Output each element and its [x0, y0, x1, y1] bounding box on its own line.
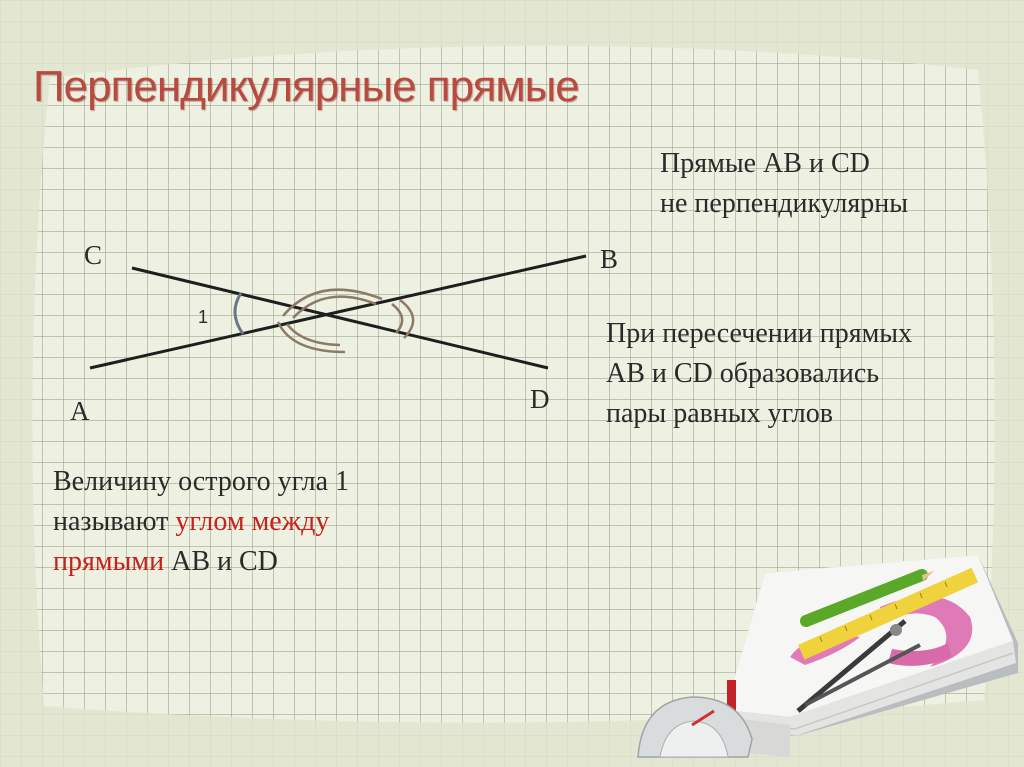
vertical-angle-arcs — [276, 288, 415, 354]
definition-plain-2: АВ и CD — [164, 546, 278, 577]
line-cd — [131, 266, 549, 370]
school-supplies-illustration — [637, 555, 1018, 758]
definition-plain-1: называют — [53, 506, 176, 537]
point-d-label: D — [530, 384, 550, 414]
definition-line-3: прямыми АВ и CD — [53, 542, 349, 582]
definition-text: Величину острого угла 1 называют углом м… — [53, 462, 349, 582]
statement-line-2: не перпендикулярны — [660, 188, 909, 219]
definition-line-1: Величину острого угла 1 — [53, 466, 350, 497]
line-ab — [89, 254, 587, 370]
statement-text: Прямые АВ и CD не перпендикулярны — [660, 144, 908, 224]
statement-line-1: Прямые АВ и CD — [660, 148, 870, 179]
page-title: Перпендикулярные прямые — [33, 62, 580, 111]
definition-line-2: называют углом между — [53, 502, 349, 542]
intersection-line-3: пары равных углов — [606, 398, 833, 429]
definition-term-part-2: прямыми — [53, 546, 165, 577]
intersection-line-1: При пересечении прямых — [606, 318, 913, 349]
angle-1-arc — [233, 292, 245, 335]
intersection-line-2: АВ и CD образовались — [606, 358, 880, 389]
angle-1-label: 1 — [198, 307, 209, 327]
point-b-label: B — [600, 244, 619, 274]
point-c-label: C — [84, 240, 103, 270]
intersection-text: При пересечении прямых АВ и CD образовал… — [606, 314, 912, 434]
point-a-label: A — [70, 396, 90, 426]
definition-term-part-1: углом между — [175, 506, 330, 537]
